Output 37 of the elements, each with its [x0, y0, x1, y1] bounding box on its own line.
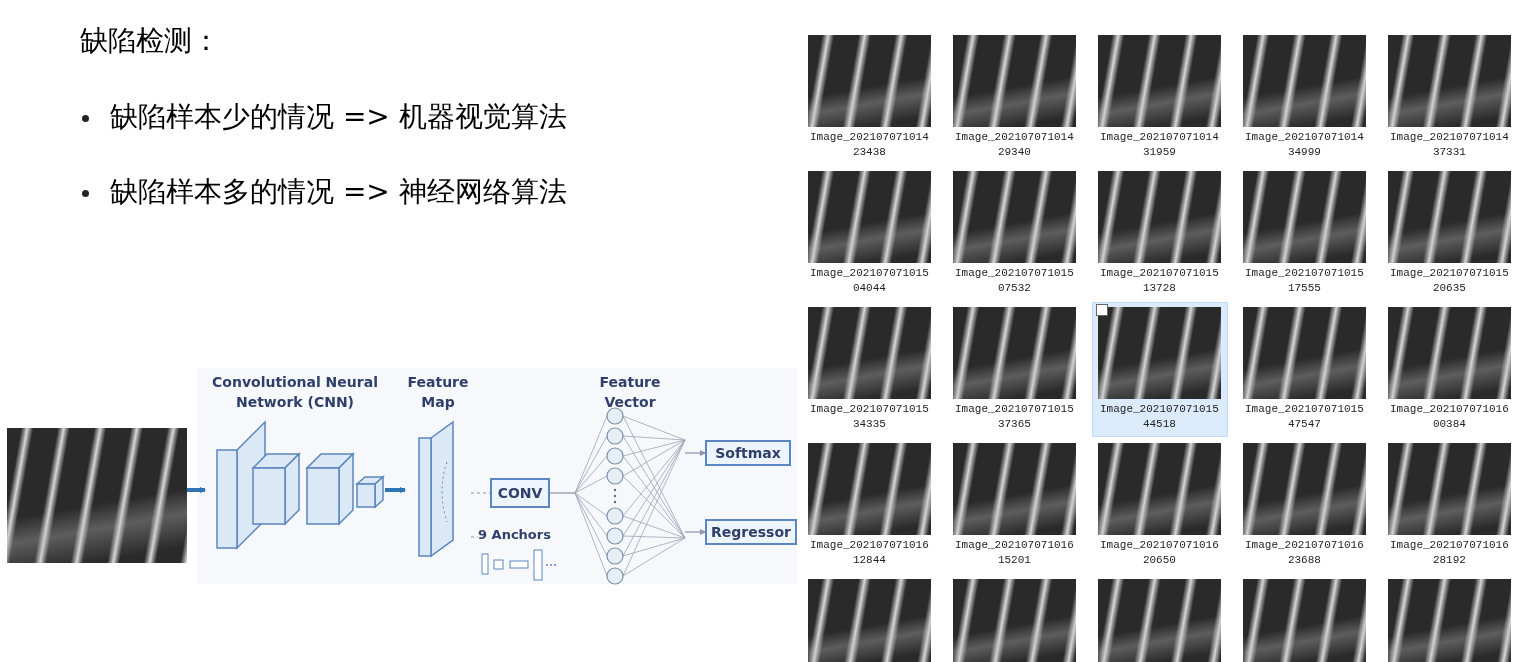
diagram-heading: Feature Map [406, 373, 470, 412]
photo [7, 428, 187, 563]
bullet-text: 缺陷样本多的情况 => 神经网络算法 [110, 174, 567, 210]
file-name: Image_20210707101520635 [1390, 266, 1509, 296]
file-name: Image_20210707101517555 [1245, 266, 1364, 296]
connector-line [470, 536, 479, 538]
file-name: Image_20210707101628192 [1390, 538, 1509, 568]
file-name: Image_20210707101423438 [810, 130, 929, 160]
file-name: Image_20210707101615201 [955, 538, 1074, 568]
file-name: Image_20210707101513728 [1100, 266, 1219, 296]
process-box: Softmax [705, 440, 791, 466]
file-name: Image_20210707101612844 [810, 538, 929, 568]
file-name: Image_20210707101437331 [1390, 130, 1509, 160]
diagram-heading: Feature Vector [598, 373, 662, 412]
arrow [385, 487, 406, 493]
bullet-text: 缺陷样本少的情况 => 机器视觉算法 [110, 99, 567, 135]
anchor-label: 9 Anchors [478, 527, 558, 547]
process-box: Regressor [705, 519, 797, 545]
process-box: CONV [490, 478, 550, 508]
file-name: Image_20210707101504044 [810, 266, 929, 296]
file-name: Image_20210707101431959 [1100, 130, 1219, 160]
arrow [684, 450, 706, 456]
arrow [684, 529, 706, 535]
connector-line [549, 492, 576, 494]
file-name: Image_20210707101547547 [1245, 402, 1364, 432]
arrow [187, 487, 206, 493]
file-name: Image_20210707101620650 [1100, 538, 1219, 568]
slide-title: 缺陷检测： [80, 23, 220, 59]
file-name: Image_20210707101534335 [810, 402, 929, 432]
file-name: Image_20210707101429340 [955, 130, 1074, 160]
file-name: Image_20210707101544518 [1100, 402, 1219, 432]
diagram-heading: Convolutional Neural Network (CNN) [211, 373, 379, 412]
file-name: Image_20210707101623688 [1245, 538, 1364, 568]
file-name: Image_20210707101434999 [1245, 130, 1364, 160]
file-name: Image_20210707101600384 [1390, 402, 1509, 432]
file-name: Image_20210707101537365 [955, 402, 1074, 432]
file-name: Image_20210707101507532 [955, 266, 1074, 296]
